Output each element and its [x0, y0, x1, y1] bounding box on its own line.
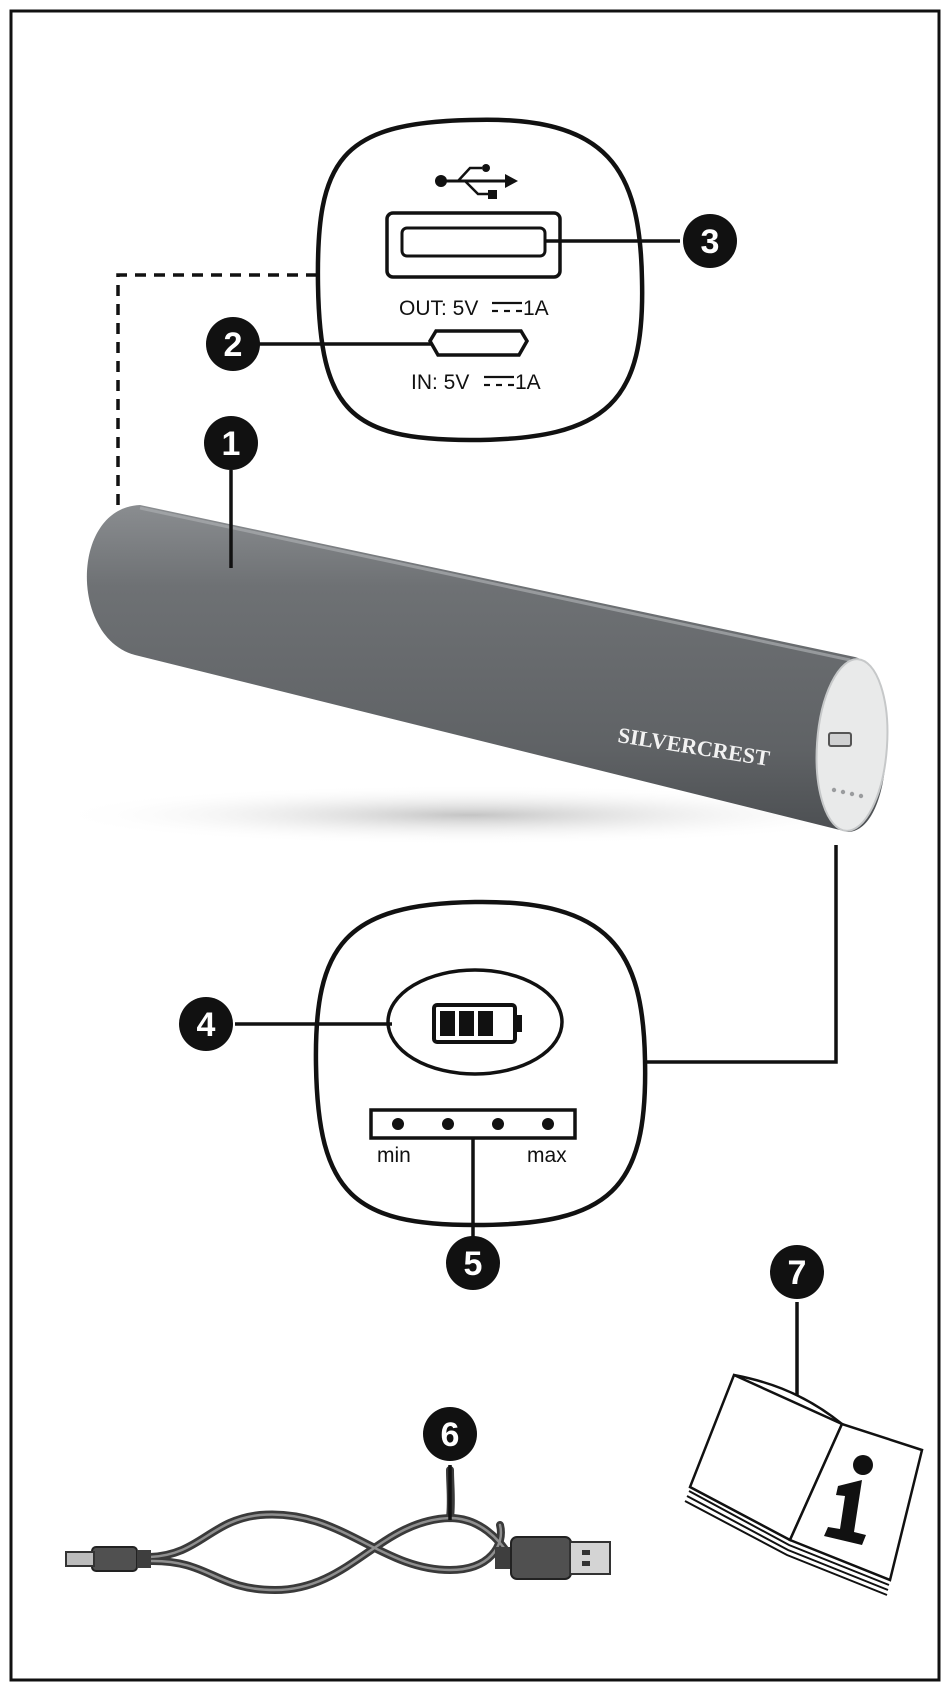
callout-4: 4 — [179, 997, 233, 1051]
battery-icon — [434, 1005, 522, 1042]
callout-7-label: 7 — [788, 1254, 807, 1292]
led-dot — [492, 1118, 504, 1130]
out-label: OUT: 5V — [399, 297, 478, 320]
info-icon — [685, 1375, 922, 1595]
callout-6: 6 — [423, 1407, 477, 1461]
usb-port-icon — [387, 213, 560, 277]
scale-max-label: max — [527, 1144, 567, 1167]
battery-bar — [440, 1011, 455, 1036]
led-dot — [442, 1118, 454, 1130]
port-panel: OUT: 5V 1A IN: 5V 1A — [318, 120, 642, 440]
in-current: 1A — [515, 371, 541, 394]
indicator-panel: min max — [316, 902, 645, 1225]
scale-min-label: min — [377, 1144, 411, 1167]
callout-2: 2 — [206, 317, 260, 371]
callout-5-label: 5 — [464, 1245, 483, 1283]
callout-3: 3 — [683, 214, 737, 268]
callout-6-label: 6 — [441, 1416, 460, 1454]
led-dot — [392, 1118, 404, 1130]
callout-5: 5 — [446, 1236, 500, 1290]
micro-usb-port-icon — [430, 331, 527, 355]
led-dot — [542, 1118, 554, 1130]
callout-1: 1 — [204, 416, 258, 470]
callout-2-label: 2 — [224, 326, 243, 364]
power-bank: SILVERCREST — [50, 505, 893, 845]
callout-7: 7 — [770, 1245, 824, 1299]
battery-bar — [459, 1011, 474, 1036]
out-current: 1A — [523, 297, 549, 320]
usb-cable-icon — [66, 1470, 610, 1590]
in-label: IN: 5V — [411, 371, 469, 394]
dashed-connector — [118, 275, 322, 505]
callout-3-label: 3 — [701, 223, 720, 261]
device-body — [87, 505, 887, 832]
callout-1-label: 1 — [222, 425, 241, 463]
callout-4-label: 4 — [197, 1006, 216, 1044]
device-battery-button — [829, 733, 851, 746]
indicator-connector — [641, 845, 836, 1062]
battery-bar — [478, 1011, 493, 1036]
